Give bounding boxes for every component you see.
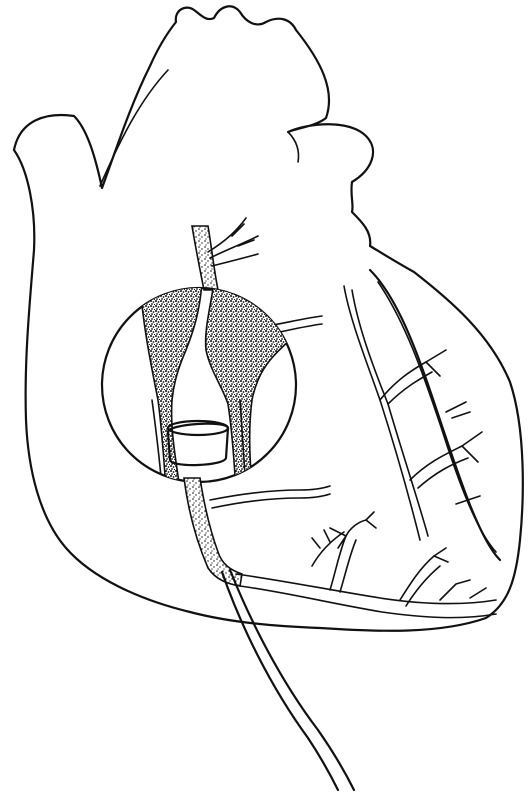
artery-trunk-upper [192, 226, 218, 290]
upper-branches [208, 218, 258, 266]
left-base-branches [312, 530, 344, 566]
balloon-catheter [168, 421, 228, 465]
ventricle-ridge-inner [378, 282, 496, 552]
right-coronary-branches [344, 286, 482, 540]
vessel-wall-left [140, 280, 202, 490]
ventricle-ridge [370, 270, 500, 560]
magnifier-inset [102, 280, 296, 490]
artery-trunk-lower [184, 478, 242, 586]
catheter-tube-edge [222, 572, 338, 790]
vessel-wall-right [206, 282, 290, 490]
base-coronary [236, 512, 496, 618]
lower-side-branch [210, 486, 330, 508]
aorta-inner-line [100, 70, 168, 186]
pulmonary-edge [288, 132, 299, 162]
